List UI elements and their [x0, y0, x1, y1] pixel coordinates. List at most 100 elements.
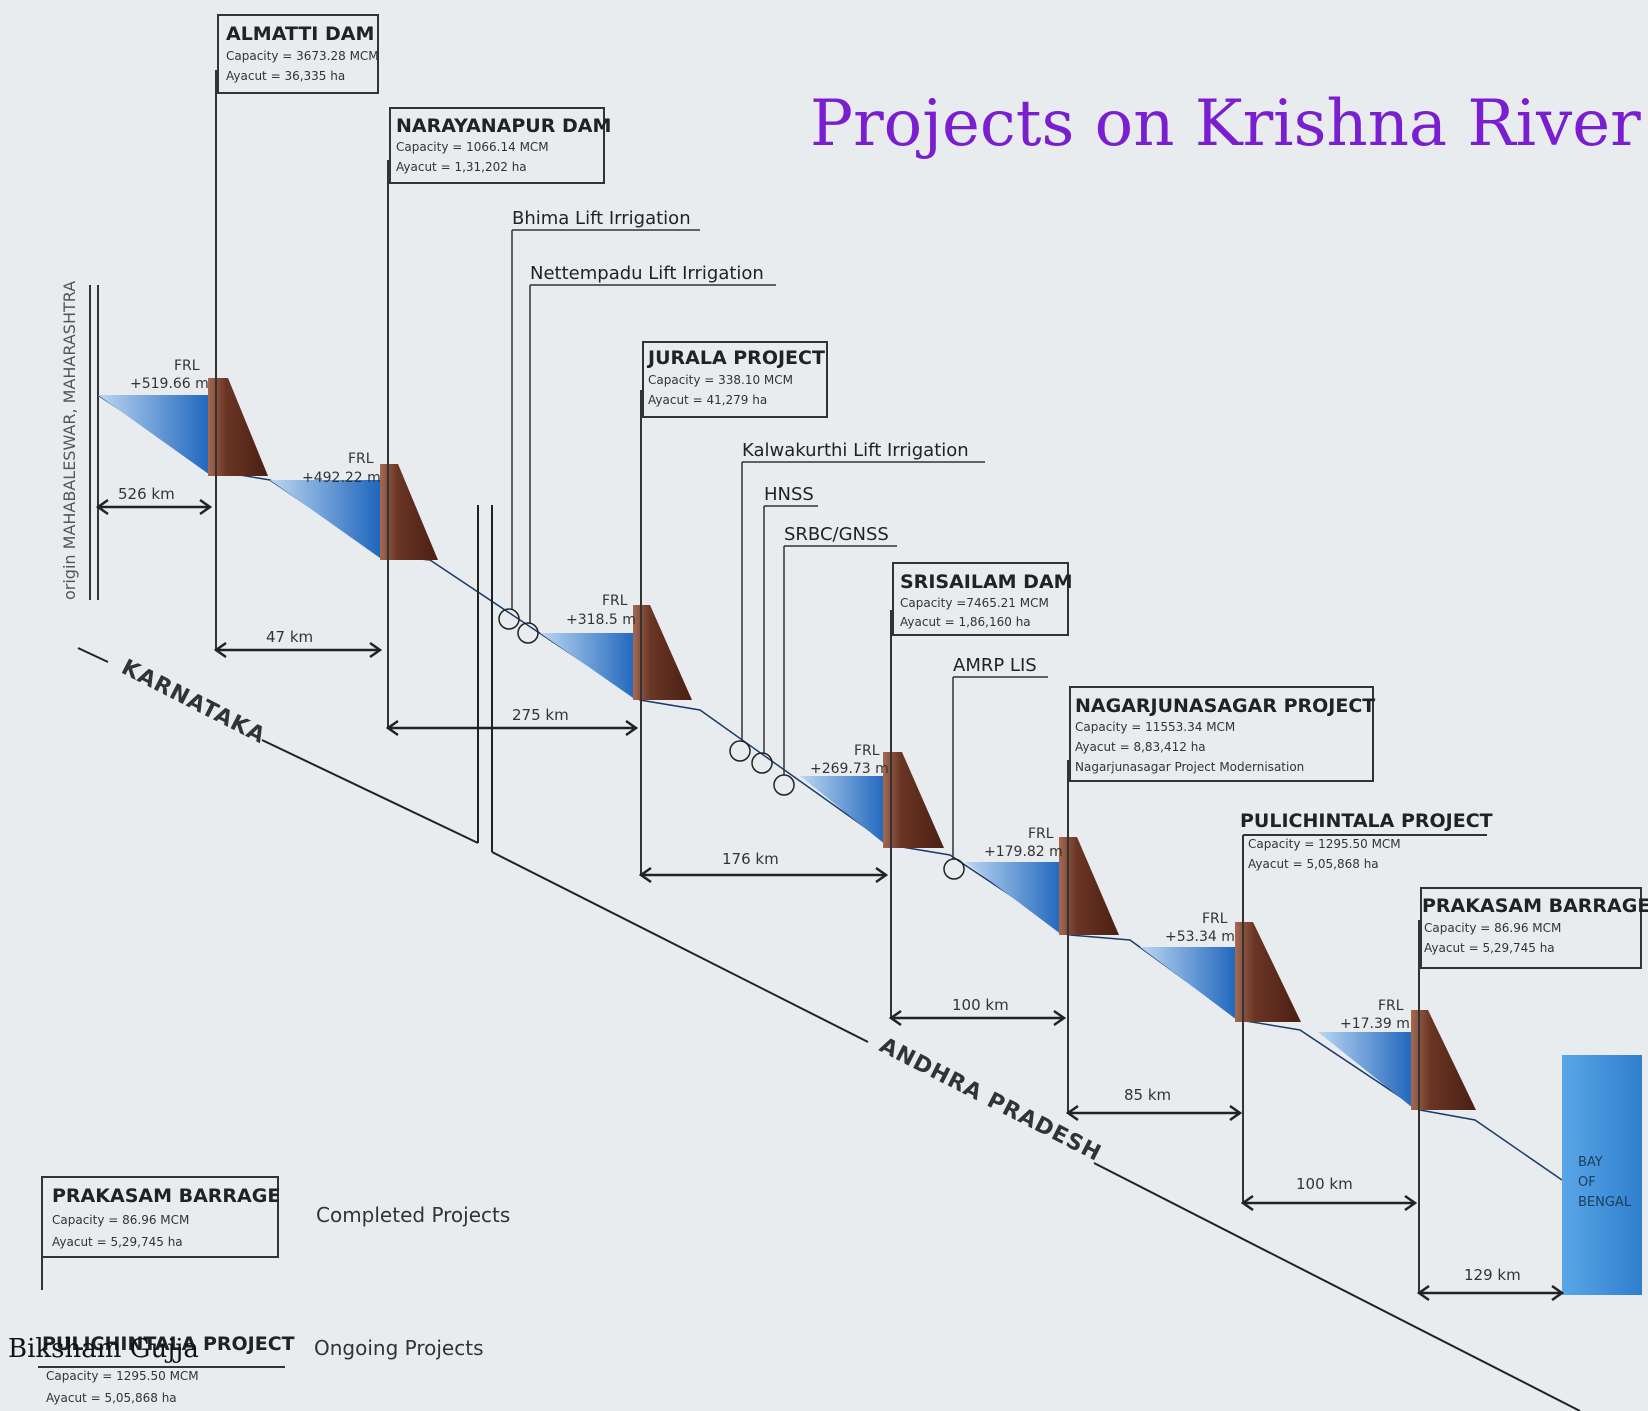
svg-text:FRL: FRL [1028, 826, 1054, 842]
frl-narayanapur: FRL +492.22 m [302, 451, 381, 486]
distance-label: 47 km [266, 628, 313, 646]
distance-label: 100 km [1296, 1175, 1353, 1193]
sea-label-2: OF [1578, 1175, 1596, 1190]
bay-of-bengal [1562, 1055, 1642, 1295]
svg-text:SRBC/GNSS: SRBC/GNSS [784, 524, 889, 545]
svg-text:+492.22 m: +492.22 m [302, 470, 381, 486]
box-narayanapur: NARAYANAPUR DAM Capacity = 1066.14 MCM A… [389, 107, 611, 184]
box-jurala: JURALA PROJECT Capacity = 338.10 MCM Aya… [642, 341, 828, 418]
svg-text:Capacity = 1066.14 MCM: Capacity = 1066.14 MCM [396, 140, 549, 154]
frl-pulichintala: FRL +53.34 m [1165, 911, 1235, 945]
svg-text:+519.66 m: +519.66 m [130, 376, 209, 392]
lift-hnss: HNSS [751, 484, 818, 774]
svg-text:Kalwakurthi Lift Irrigation: Kalwakurthi Lift Irrigation [742, 440, 969, 461]
sea-label-3: BENGAL [1578, 1195, 1632, 1210]
svg-text:AMRP LIS: AMRP LIS [953, 655, 1037, 676]
state-andhra-pradesh: ANDHRA PRADESH [875, 1033, 1105, 1167]
dam-almatti [208, 378, 268, 476]
svg-text:Capacity = 11553.34 MCM: Capacity = 11553.34 MCM [1075, 720, 1235, 734]
svg-text:Ongoing Projects: Ongoing Projects [314, 1336, 483, 1360]
svg-text:Ayacut = 5,05,868 ha: Ayacut = 5,05,868 ha [46, 1391, 177, 1405]
dam-pulichintala [1235, 922, 1301, 1022]
svg-text:+318.5 m: +318.5 m [566, 612, 636, 628]
svg-text:Bhima Lift Irrigation: Bhima Lift Irrigation [512, 208, 691, 229]
box-srisailam: SRISAILAM DAM Capacity =7465.21 MCM Ayac… [892, 562, 1073, 636]
svg-text:Capacity = 86.96 MCM: Capacity = 86.96 MCM [52, 1213, 189, 1227]
dam-jurala [633, 605, 692, 700]
box-nagarjunasagar: NAGARJUNASAGAR PROJECT Capacity = 11553.… [1069, 686, 1375, 782]
svg-text:Capacity = 86.96 MCM: Capacity = 86.96 MCM [1424, 921, 1561, 935]
distance-129 [1416, 1284, 1565, 1302]
state-karnataka: KARNATAKA [117, 655, 269, 749]
distance-100-a [888, 1009, 1067, 1027]
box-pulichintala: PULICHINTALA PROJECT Capacity = 1295.50 … [1240, 810, 1493, 871]
svg-text:Capacity = 1295.50 MCM: Capacity = 1295.50 MCM [1248, 837, 1401, 851]
distance-label: 100 km [952, 996, 1009, 1014]
svg-text:Ayacut = 5,29,745 ha: Ayacut = 5,29,745 ha [1424, 941, 1555, 955]
dam-nagarjunasagar [1059, 837, 1119, 935]
state-line [261, 739, 479, 844]
svg-text:Ayacut = 41,279 ha: Ayacut = 41,279 ha [648, 393, 767, 407]
svg-text:Nettempadu Lift Irrigation: Nettempadu Lift Irrigation [530, 263, 764, 284]
svg-text:+17.39 m: +17.39 m [1340, 1016, 1410, 1032]
distance-176 [638, 866, 889, 884]
svg-text:Capacity = 1295.50 MCM: Capacity = 1295.50 MCM [46, 1369, 199, 1383]
page-title: Projects on Krishna River [810, 87, 1641, 161]
svg-text:Ayacut = 5,29,745 ha: Ayacut = 5,29,745 ha [52, 1235, 183, 1249]
svg-text:FRL: FRL [348, 451, 374, 467]
svg-text:+269.73 m: +269.73 m [810, 761, 889, 777]
dam-prakasam [1411, 1010, 1476, 1110]
distance-275 [385, 719, 639, 737]
svg-text:Capacity = 3673.28 MCM: Capacity = 3673.28 MCM [226, 49, 379, 63]
svg-text:FRL: FRL [1202, 911, 1228, 927]
frl-nagarjunasagar: FRL +179.82 m [984, 826, 1063, 860]
state-line [77, 647, 109, 663]
frl-srisailam: FRL +269.73 m [810, 743, 889, 777]
svg-text:FRL: FRL [174, 358, 200, 374]
sea-label-1: BAY [1578, 1155, 1603, 1170]
frl-prakasam: FRL +17.39 m [1340, 998, 1410, 1032]
svg-text:Nagarjunasagar Project Moderni: Nagarjunasagar Project Modernisation [1075, 760, 1304, 774]
distance-85 [1065, 1104, 1243, 1122]
svg-text:Completed Projects: Completed Projects [316, 1203, 510, 1227]
legend-completed: PRAKASAM BARRAGE Capacity = 86.96 MCM Ay… [41, 1176, 510, 1290]
svg-text:+53.34 m: +53.34 m [1165, 929, 1235, 945]
distance-label: 129 km [1464, 1266, 1521, 1284]
legend-ongoing: PULICHINTALA PROJECT Capacity = 1295.50 … [38, 1333, 483, 1405]
origin-label: origin MAHABALESWAR, MAHARASHTRA [60, 281, 79, 600]
reservoir-almatti [98, 395, 210, 475]
svg-text:NARAYANAPUR DAM: NARAYANAPUR DAM [396, 115, 611, 137]
svg-text:JURALA PROJECT: JURALA PROJECT [646, 347, 825, 369]
distance-label: 85 km [1124, 1086, 1171, 1104]
svg-text:SRISAILAM DAM: SRISAILAM DAM [900, 571, 1073, 593]
reservoir-nagarjunasagar [965, 862, 1062, 935]
dam-narayanapur [380, 464, 438, 560]
svg-text:Ayacut = 8,83,412 ha: Ayacut = 8,83,412 ha [1075, 740, 1206, 754]
reservoir-prakasam [1318, 1032, 1413, 1108]
svg-text:PULICHINTALA PROJECT: PULICHINTALA PROJECT [1240, 810, 1493, 832]
svg-text:Ayacut = 1,86,160 ha: Ayacut = 1,86,160 ha [900, 615, 1031, 629]
distance-100-b [1240, 1194, 1418, 1212]
svg-text:Ayacut = 5,05,868 ha: Ayacut = 5,05,868 ha [1248, 857, 1379, 871]
lift-amrp: AMRP LIS [943, 655, 1048, 880]
svg-text:Ayacut = 1,31,202 ha: Ayacut = 1,31,202 ha [396, 160, 527, 174]
credit-watermark: Biksham Gujja [8, 1334, 199, 1364]
svg-text:PRAKASAM BARRAGE: PRAKASAM BARRAGE [1422, 895, 1648, 917]
reservoir-narayanapur [270, 480, 380, 558]
svg-text:+179.82 m: +179.82 m [984, 844, 1063, 860]
distance-label: 526 km [118, 485, 175, 503]
svg-text:Capacity = 338.10 MCM: Capacity = 338.10 MCM [648, 373, 793, 387]
lift-nettempadu: Nettempadu Lift Irrigation [517, 263, 776, 644]
reservoir-jurala [540, 633, 636, 700]
distance-526 [95, 498, 213, 516]
lift-bhima: Bhima Lift Irrigation [498, 208, 700, 630]
frl-almatti: FRL +519.66 m [130, 358, 209, 392]
box-almatti: ALMATTI DAM Capacity = 3673.28 MCM Ayacu… [217, 14, 379, 94]
dam-srisailam [883, 752, 944, 848]
svg-text:PRAKASAM BARRAGE: PRAKASAM BARRAGE [52, 1185, 280, 1207]
svg-text:FRL: FRL [854, 743, 880, 759]
distance-label: 275 km [512, 706, 569, 724]
lift-kalwakurthi: Kalwakurthi Lift Irrigation [729, 440, 985, 762]
box-prakasam: PRAKASAM BARRAGE Capacity = 86.96 MCM Ay… [1420, 887, 1648, 969]
reservoir-pulichintala [1140, 947, 1237, 1020]
